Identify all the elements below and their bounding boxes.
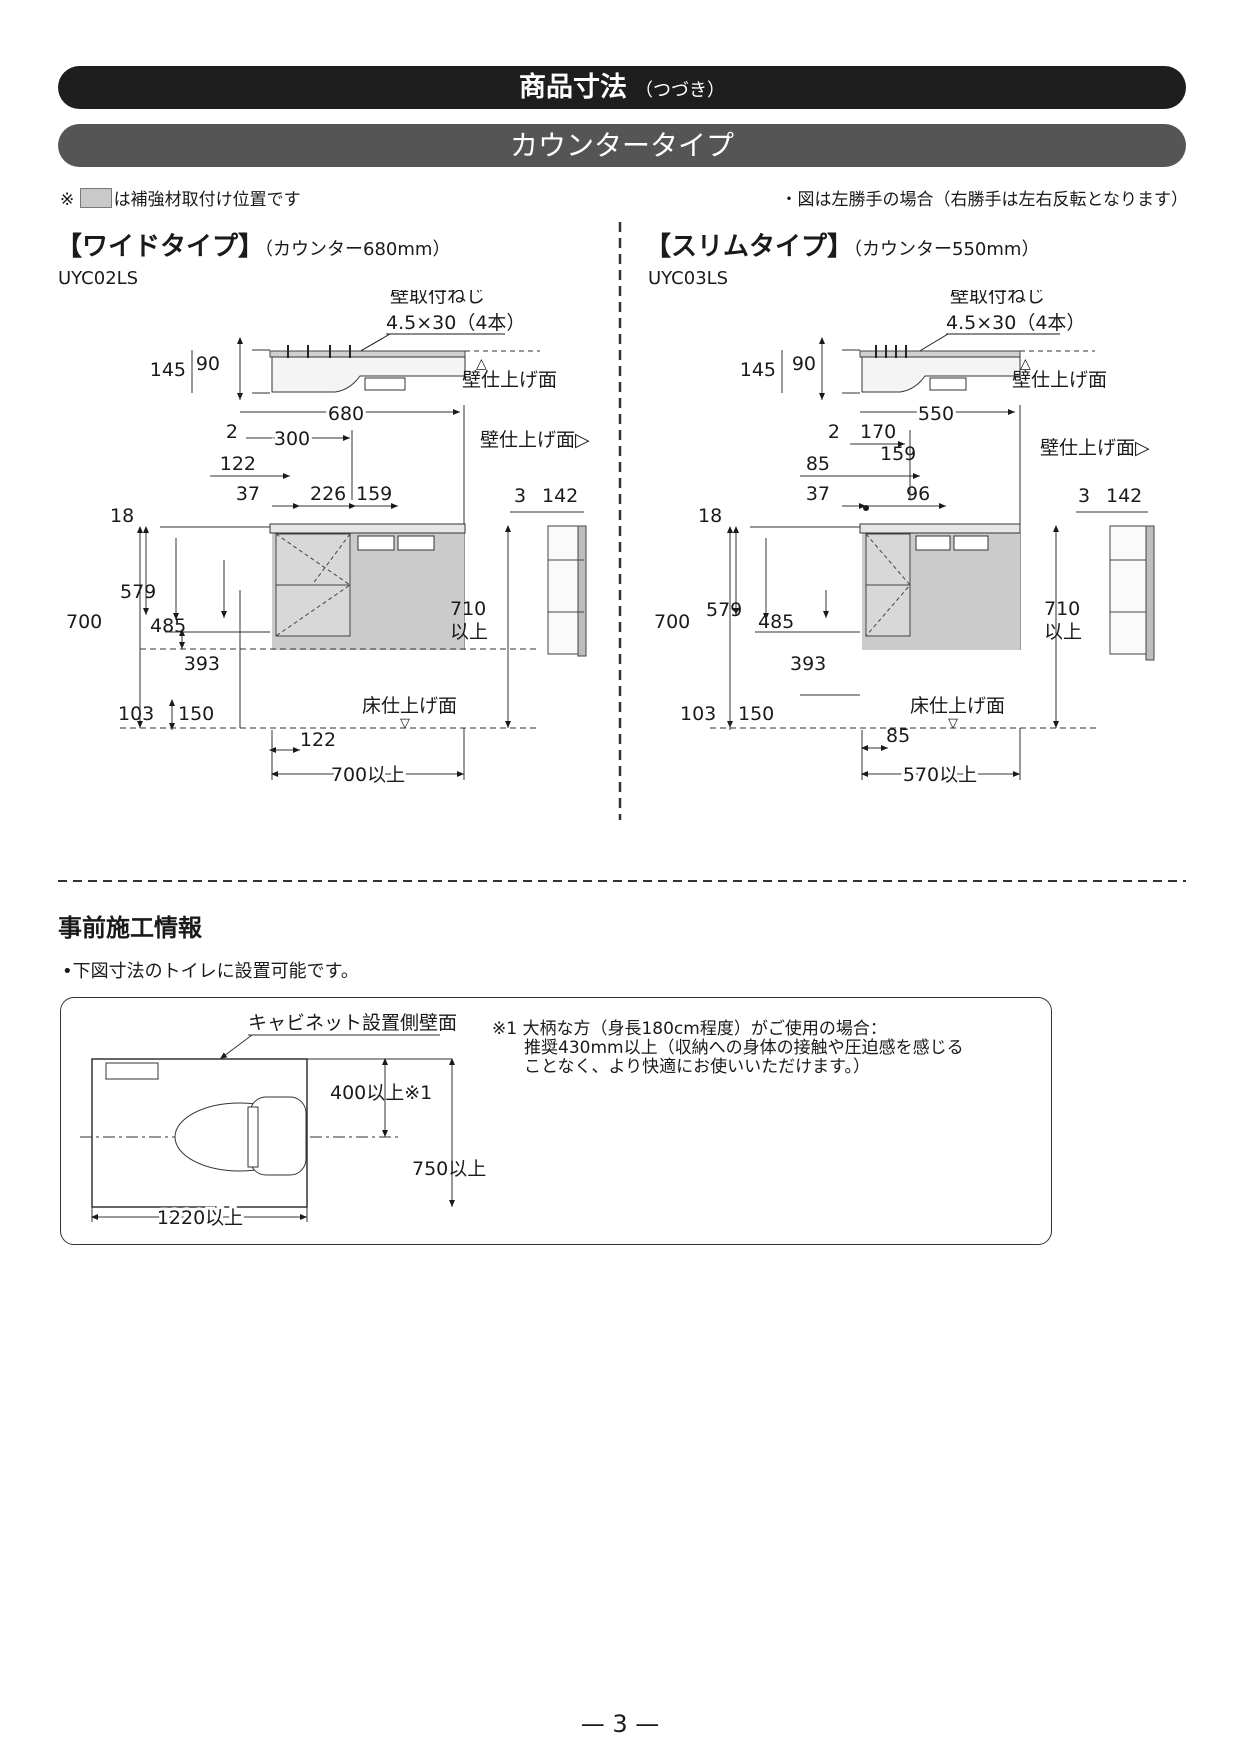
page-title-banner: 商品寸法 （つづき） <box>58 66 1186 109</box>
wide-dim-700: 700 <box>66 611 102 633</box>
column-divider <box>618 222 622 820</box>
floor-triangle: ▽ <box>400 716 410 731</box>
wide-wall-finish-top: 壁仕上げ面 <box>462 369 557 391</box>
slim-dim-142: 142 <box>1106 485 1142 507</box>
section-banner: カウンタータイプ <box>58 124 1186 167</box>
orientation-note: ・図は左勝手の場合（右勝手は左右反転となります） <box>780 190 1189 210</box>
slim-dim-700: 700 <box>654 611 690 633</box>
wide-dim-3: 3 <box>514 485 526 507</box>
slim-dim-96: 96 <box>906 483 930 505</box>
slim-dim-2: 2 <box>828 421 840 443</box>
slim-dim-579: 579 <box>706 599 742 621</box>
wide-dim-150: 150 <box>178 703 214 725</box>
slim-diagram: 壁取付ねじ 4.5×30（4本） △ 壁仕上げ面 90 145 550 2 17… <box>654 290 1155 789</box>
slim-dim-85-bottom: 85 <box>886 725 910 747</box>
slim-model: UYC03LS <box>648 268 729 289</box>
wide-dim-103: 103 <box>118 703 154 725</box>
tall-user-note-line3: ことなく、より快適にお使いいただけます。） <box>524 1057 870 1077</box>
slim-dim-485: 485 <box>758 611 794 633</box>
wide-model: UYC02LS <box>58 268 139 289</box>
wall-finish-triangle: △ <box>476 356 487 372</box>
slim-heading-sub: （カウンター550mm） <box>853 239 1040 260</box>
wide-dim-2: 2 <box>226 421 238 443</box>
wide-dim-159: 159 <box>356 483 392 505</box>
wide-diagram: 壁取付ねじ 4.5×30（4本） △ 壁仕上げ面 90 145 680 2 30… <box>66 290 590 789</box>
reinforcement-note: ※ は補強材取付け位置です <box>60 185 301 210</box>
slim-dim-393: 393 <box>790 653 826 675</box>
slim-screw-spec: 4.5×30（4本） <box>946 312 1085 334</box>
toilet-plan-diagram: キャビネット設置側壁面 400以上※1 750以上 1220以上 <box>80 1012 486 1232</box>
wide-dim-145: 145 <box>150 359 186 381</box>
wide-dim-90: 90 <box>196 353 220 375</box>
wide-wall-finish-side: 壁仕上げ面▷ <box>480 429 590 451</box>
wide-dim-300: 300 <box>274 428 310 450</box>
dim-400-up: 400以上※1 <box>330 1082 432 1104</box>
wide-dim-226: 226 <box>310 483 346 505</box>
wide-dim-710: 710 <box>450 598 486 620</box>
wide-dim-710-up: 以上 <box>450 621 488 643</box>
slim-dim-570-up: 570以上 <box>903 764 977 786</box>
wide-floor-finish: 床仕上げ面 <box>362 695 457 717</box>
slim-heading-text: 【スリムタイプ】 <box>645 232 854 262</box>
slim-dim-90: 90 <box>792 353 816 375</box>
wide-dim-680: 680 <box>328 403 364 425</box>
slim-dim-145: 145 <box>740 359 776 381</box>
tall-user-note-line2: 推奨430mm以上（収納への身体の接触や圧迫感を感じる <box>524 1038 964 1058</box>
page-title: 商品寸法 <box>519 72 627 103</box>
slim-dim-37: 37 <box>806 483 830 505</box>
page-number: — 3 — <box>580 1710 660 1738</box>
slim-floor-finish: 床仕上げ面 <box>910 695 1005 717</box>
slim-dim-710-up: 以上 <box>1044 621 1082 643</box>
dim-750-up: 750以上 <box>412 1158 486 1180</box>
tall-user-note-line1: ※1 大柄な方（身長180cm程度）がご使用の場合： <box>492 1019 887 1039</box>
wide-screw-spec: 4.5×30（4本） <box>386 312 525 334</box>
page-title-suffix: （つづき） <box>635 80 725 101</box>
section-title: カウンタータイプ <box>509 129 734 162</box>
slim-dim-18: 18 <box>698 505 722 527</box>
slim-dim-150: 150 <box>738 703 774 725</box>
wide-dim-700-up: 700以上 <box>331 764 405 786</box>
wide-dim-485: 485 <box>150 615 186 637</box>
cabinet-wall-label: キャビネット設置側壁面 <box>248 1012 457 1034</box>
wide-screw-label: 壁取付ねじ <box>390 290 485 307</box>
slim-screw-label: 壁取付ねじ <box>950 290 1045 307</box>
pre-install-bullet: •下図寸法のトイレに設置可能です。 <box>62 961 359 982</box>
slim-dim-3: 3 <box>1078 485 1090 507</box>
wide-heading-text: 【ワイドタイプ】 <box>56 232 265 262</box>
slim-type-heading: 【スリムタイプ】（カウンター550mm） <box>645 226 1039 263</box>
slim-wall-finish-side: 壁仕上げ面▷ <box>1040 437 1150 459</box>
slim-dim-170: 170 <box>860 421 896 443</box>
wide-dim-122-top: 122 <box>220 453 256 475</box>
slim-floor-triangle: ▽ <box>948 716 958 731</box>
slim-dim-550: 550 <box>918 403 954 425</box>
slim-wall-finish-triangle: △ <box>1020 356 1031 372</box>
wide-type-heading: 【ワイドタイプ】（カウンター680mm） <box>56 226 450 263</box>
wide-dim-393: 393 <box>184 653 220 675</box>
section-divider <box>58 880 1186 882</box>
toilet-requirement-box <box>60 997 1052 1245</box>
wide-dim-18: 18 <box>110 505 134 527</box>
wide-dim-122-bottom: 122 <box>300 729 336 751</box>
tall-user-note: ※1 大柄な方（身長180cm程度）がご使用の場合： 推奨430mm以上（収納へ… <box>492 1020 964 1077</box>
slim-dim-710: 710 <box>1044 598 1080 620</box>
wide-dim-579: 579 <box>120 581 156 603</box>
slim-dim-85-top: 85 <box>806 453 830 475</box>
pre-install-heading: 事前施工情報 <box>58 914 202 942</box>
wide-heading-sub: （カウンター680mm） <box>264 239 451 260</box>
slim-dim-159: 159 <box>880 443 916 465</box>
note-mark: ※ <box>60 190 75 210</box>
reinforcement-swatch <box>79 188 112 208</box>
slim-dim-103: 103 <box>680 703 716 725</box>
note-text: は補強材取付け位置です <box>113 190 301 210</box>
slim-wall-finish-top: 壁仕上げ面 <box>1012 369 1107 391</box>
wide-dim-142: 142 <box>542 485 578 507</box>
wide-dim-37: 37 <box>236 483 260 505</box>
dim-1220-up: 1220以上 <box>157 1207 243 1229</box>
